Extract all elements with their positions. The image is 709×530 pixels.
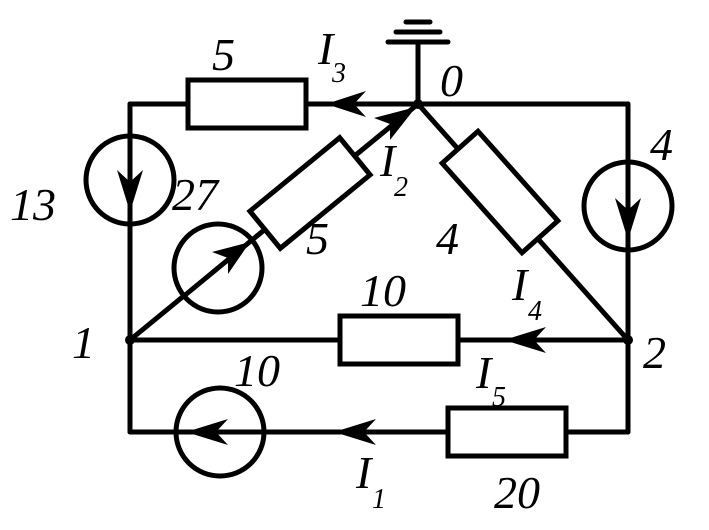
- current-label-i3: I 3: [317, 23, 346, 89]
- node-2-dot: [623, 335, 633, 345]
- arrow-i3: [326, 91, 366, 117]
- label-source-diagonal: 27: [172, 169, 220, 220]
- svg-text:I: I: [379, 135, 398, 186]
- source-diagonal: [171, 221, 265, 315]
- node-label-1: 1: [72, 317, 95, 368]
- current-label-i2: I 2: [379, 135, 408, 203]
- arrow-i2: [374, 107, 416, 140]
- source-bottom: [173, 385, 267, 479]
- node-label-0: 0: [440, 55, 463, 106]
- arrow-i5: [504, 327, 546, 353]
- label-source-bottom: 10: [234, 345, 280, 396]
- arrow-i1: [334, 419, 376, 445]
- label-resistor-middle: 10: [360, 265, 406, 316]
- label-source-right: 4: [650, 119, 673, 170]
- node-1-dot: [125, 335, 135, 345]
- label-resistor-top: 5: [212, 29, 235, 80]
- resistor-bottom: [445, 405, 569, 459]
- svg-text:1: 1: [372, 484, 386, 515]
- label-resistor-diag-right: 4: [436, 213, 459, 264]
- resistor-top: [185, 77, 309, 131]
- label-source-left: 13: [10, 179, 56, 230]
- svg-text:I: I: [475, 347, 494, 398]
- node-0-dot: [413, 99, 423, 109]
- label-resistor-bottom: 20: [494, 467, 540, 518]
- svg-text:4: 4: [528, 296, 542, 327]
- svg-text:I: I: [317, 23, 336, 74]
- label-resistor-diag-left: 5: [306, 213, 329, 264]
- svg-text:I: I: [511, 259, 530, 310]
- ground-symbol: [385, 19, 451, 107]
- resistor-middle: [337, 313, 461, 367]
- source-left: [83, 133, 177, 227]
- resistor-diag-left: [246, 134, 374, 252]
- svg-text:I: I: [355, 447, 374, 498]
- current-label-i5: I 5: [475, 347, 506, 413]
- svg-text:3: 3: [331, 58, 346, 89]
- resistor-diag-right: [438, 127, 562, 257]
- svg-text:5: 5: [492, 382, 506, 413]
- current-label-i4: I 4: [511, 259, 542, 327]
- node-label-2: 2: [643, 327, 666, 378]
- svg-text:2: 2: [394, 172, 408, 203]
- source-right: [581, 159, 675, 253]
- current-label-i1: I 1: [355, 447, 386, 515]
